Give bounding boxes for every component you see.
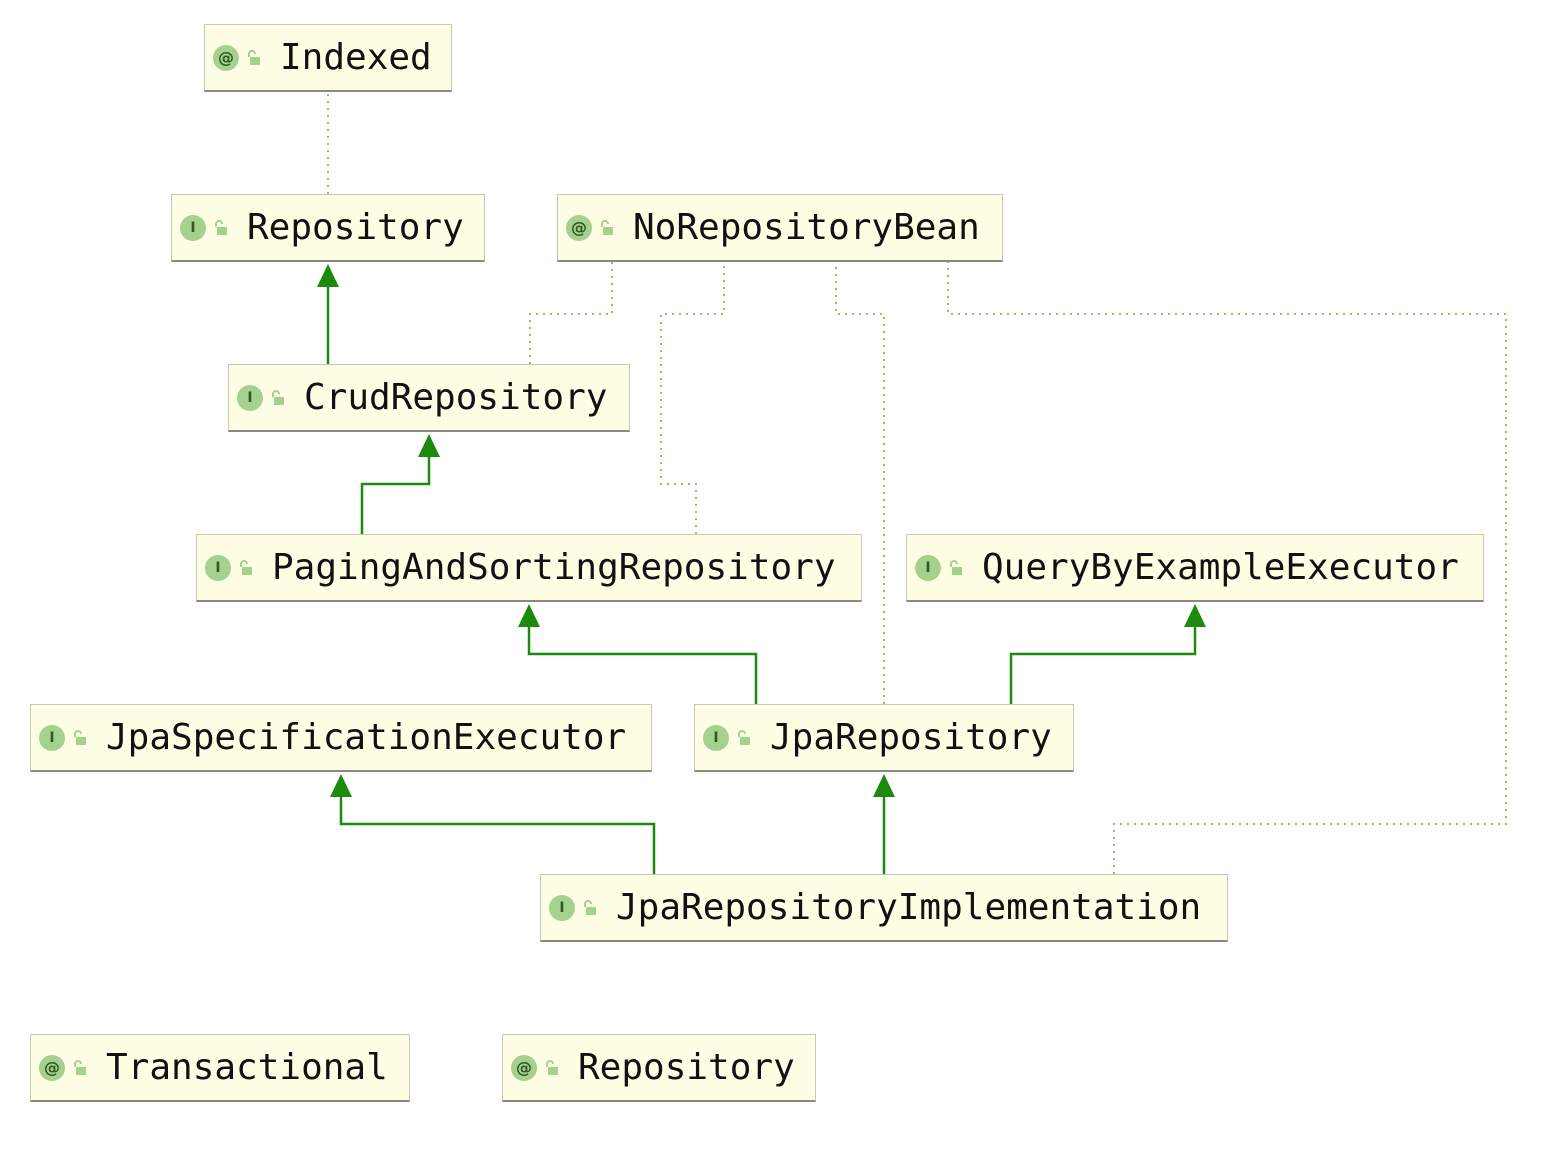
- unlocked-icon: [74, 729, 86, 745]
- node-indexed[interactable]: @ Indexed: [204, 24, 452, 92]
- interface-badge-icon: I: [39, 724, 65, 751]
- node-crudrepository[interactable]: I CrudRepository: [228, 364, 630, 432]
- node-jpaspecificationexecutor[interactable]: I JpaSpecificationExecutor: [30, 704, 652, 772]
- edge-crud-repository-arrowhead: [317, 264, 339, 287]
- edge-jparepo-paging: [527, 626, 758, 704]
- edge-paging-crud-arrowhead: [418, 434, 440, 457]
- interface-badge-icon: I: [703, 724, 729, 751]
- node-label: CrudRepository: [304, 377, 608, 418]
- edge-crud-norepositorybean: [529, 262, 613, 364]
- node-jparepositoryimplementation[interactable]: I JpaRepositoryImplementation: [540, 874, 1228, 942]
- unlocked-icon: [240, 559, 252, 575]
- unlocked-icon: [738, 729, 750, 745]
- node-querybyexampleexecutor[interactable]: I QueryByExampleExecutor: [906, 534, 1484, 602]
- annotation-badge-icon: @: [213, 44, 239, 71]
- node-label: JpaSpecificationExecutor: [106, 717, 627, 758]
- interface-badge-icon: I: [180, 214, 206, 241]
- node-label: QueryByExampleExecutor: [982, 547, 1459, 588]
- annotation-badge-icon: @: [511, 1054, 537, 1081]
- node-label: JpaRepository: [770, 717, 1052, 758]
- unlocked-icon: [546, 1059, 558, 1075]
- node-norepositorybean[interactable]: @ NoRepositoryBean: [557, 194, 1003, 262]
- unlocked-icon: [248, 49, 260, 65]
- node-label: Repository: [247, 207, 464, 248]
- interface-badge-icon: I: [549, 894, 575, 921]
- node-pagingandsortingrepository[interactable]: I PagingAndSortingRepository: [196, 534, 862, 602]
- unlocked-icon: [584, 899, 596, 915]
- unlocked-icon: [950, 559, 962, 575]
- edge-jparepo-paging-arrowhead: [518, 604, 540, 627]
- unlocked-icon: [601, 219, 613, 235]
- node-repository-annotation[interactable]: @ Repository: [502, 1034, 816, 1102]
- edge-paging-norepositorybean: [660, 262, 725, 534]
- interface-badge-icon: I: [915, 554, 941, 581]
- annotation-badge-icon: @: [566, 214, 592, 241]
- node-label: Transactional: [106, 1047, 388, 1088]
- node-label: Repository: [578, 1047, 795, 1088]
- node-transactional[interactable]: @ Transactional: [30, 1034, 410, 1102]
- edge-jparepo-qbe: [1009, 626, 1197, 704]
- interface-badge-icon: I: [237, 384, 263, 411]
- node-repository[interactable]: I Repository: [171, 194, 485, 262]
- edge-jparepo-qbe-arrowhead: [1184, 604, 1206, 627]
- node-jparepository[interactable]: I JpaRepository: [694, 704, 1074, 772]
- node-label: JpaRepositoryImplementation: [616, 887, 1202, 928]
- unlocked-icon: [74, 1059, 86, 1075]
- edge-jparepo-norepositorybean: [835, 262, 885, 704]
- edge-impl-jpaspec: [339, 796, 656, 874]
- annotation-badge-icon: @: [39, 1054, 65, 1081]
- unlocked-icon: [215, 219, 227, 235]
- node-label: NoRepositoryBean: [633, 207, 980, 248]
- node-label: PagingAndSortingRepository: [272, 547, 836, 588]
- edge-impl-jparepo-arrowhead: [873, 774, 895, 797]
- edge-impl-jpaspec-arrowhead: [330, 774, 352, 797]
- unlocked-icon: [272, 389, 284, 405]
- interface-badge-icon: I: [205, 554, 231, 581]
- node-label: Indexed: [280, 37, 432, 78]
- edge-paging-crud: [360, 456, 431, 534]
